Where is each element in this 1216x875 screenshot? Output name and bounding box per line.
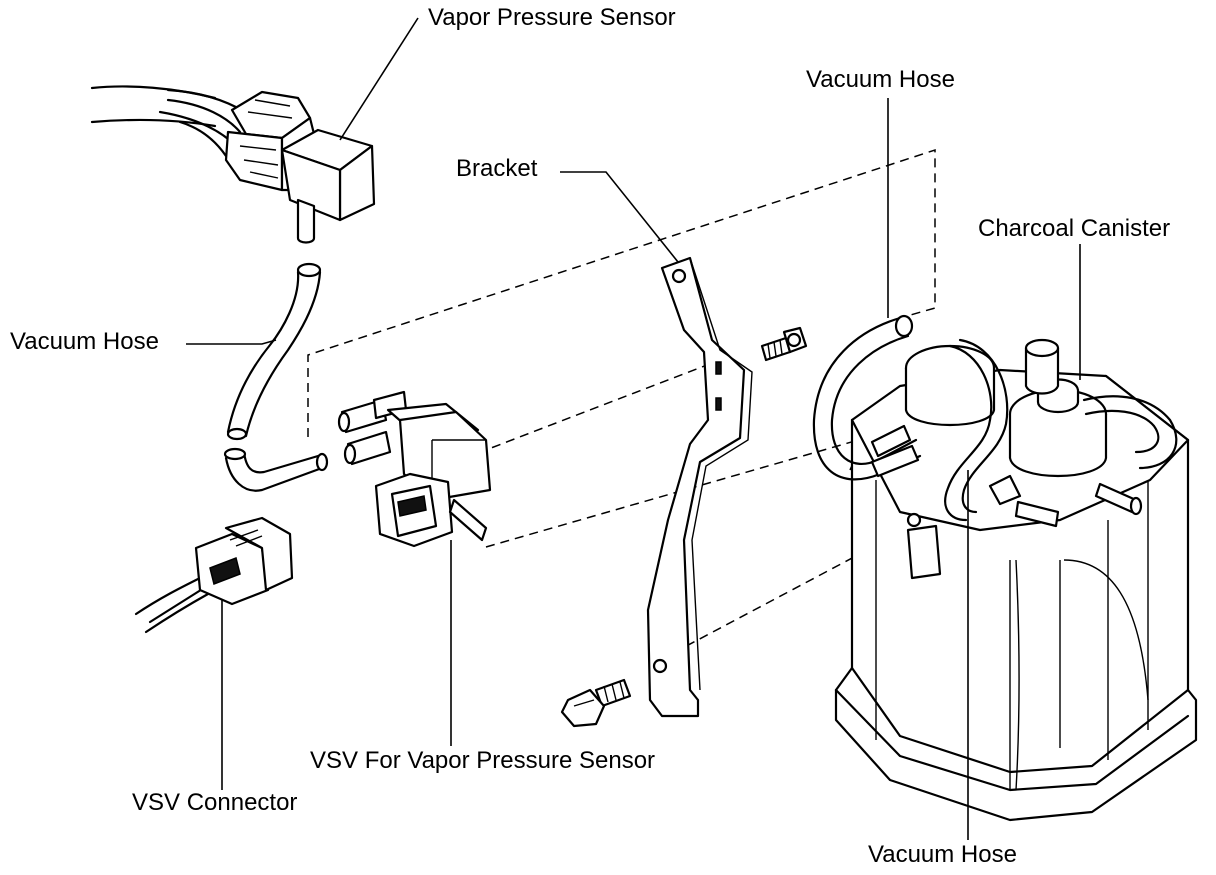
- small-bent-hose: [223, 447, 329, 492]
- vapor-pressure-sensor: [90, 85, 376, 244]
- leader-lines: [186, 17, 1081, 840]
- bracket-part: [646, 256, 753, 718]
- bracket-label: Bracket: [456, 155, 538, 182]
- bolt-upper: [760, 326, 808, 362]
- vacuum-hose-left-label: Vacuum Hose: [10, 328, 159, 355]
- vsv-valve: [337, 390, 492, 548]
- charcoal-canister-part: [812, 314, 1198, 822]
- charcoal-canister-label: Charcoal Canister: [978, 215, 1171, 242]
- vacuum-hose-top-label: Vacuum Hose: [806, 66, 955, 93]
- vsv-connector-part: [134, 516, 294, 634]
- vsv-for-vapor-pressure-sensor-label: VSV For Vapor Pressure Sensor: [310, 747, 656, 774]
- vacuum-hose-bottom-label: Vacuum Hose: [868, 841, 1017, 868]
- vapor-pressure-sensor-label: Vapor Pressure Sensor: [428, 4, 676, 31]
- bolt-lower: [560, 678, 632, 728]
- vacuum-hose-left-part: [226, 262, 322, 441]
- vsv-connector-label: VSV Connector: [132, 789, 298, 816]
